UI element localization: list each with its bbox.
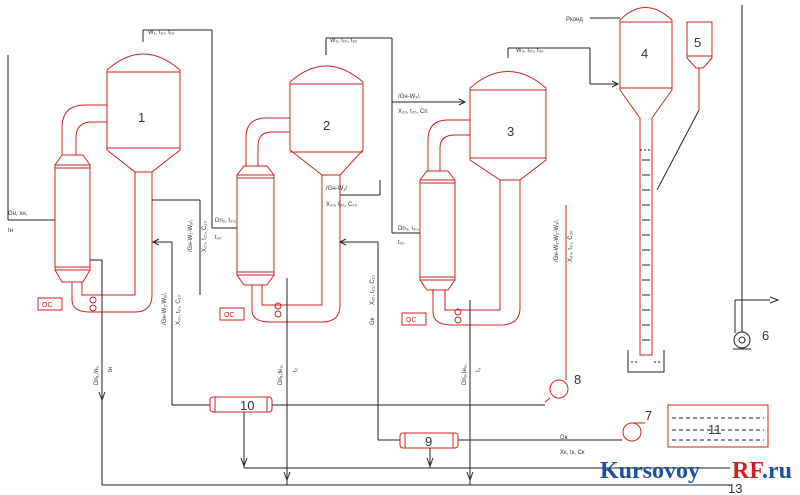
label-feed: Gн, xн, bbox=[8, 211, 28, 217]
pipelines bbox=[7, 29, 730, 486]
label-pressure: Pконд bbox=[566, 17, 583, 23]
watermark-part-1: Kursovoy bbox=[600, 458, 700, 484]
label-13: 13 bbox=[728, 481, 742, 495]
watermark: Kursovoy RF .ru bbox=[600, 458, 792, 484]
label-evaporator-1: 1 bbox=[138, 110, 145, 125]
barometric-condenser-4 bbox=[619, 7, 673, 373]
label-steam-3a: Dn₃, i₃₀, bbox=[398, 226, 420, 232]
label-mid-1b: X₂₀, t₂₀, Cп bbox=[398, 109, 428, 115]
label-steam-2b: t₂₀ bbox=[215, 235, 222, 241]
label-condenser-4: 4 bbox=[641, 46, 648, 61]
pump-8 bbox=[544, 205, 569, 403]
pump-7 bbox=[622, 422, 645, 442]
label-condensate-1: Dn₁,iп₁, bbox=[94, 365, 100, 385]
label-pump-8: 8 bbox=[574, 372, 581, 387]
label-vertical-2b: X₁₀, t₁₀, C₁₀ bbox=[176, 294, 182, 325]
pc-tag-2: ОС bbox=[224, 312, 235, 319]
pc-tag-1: ОС bbox=[42, 302, 53, 309]
label-pump-7: 7 bbox=[645, 408, 652, 423]
label-evaporator-3: 3 bbox=[507, 124, 514, 139]
watermark-part-2: RF bbox=[732, 458, 764, 484]
label-trap-5: 5 bbox=[694, 35, 701, 50]
label-heat-exchanger-9: 9 bbox=[425, 434, 432, 449]
label-vapor-2: W₂, i₂₀, t₂₀ bbox=[330, 38, 358, 44]
label-steam-3b: t₃₀ bbox=[398, 240, 405, 246]
label-vapor-1: W₁, i₁₀, t₁₀ bbox=[148, 30, 175, 36]
label-condensate-1b: tн bbox=[108, 367, 114, 372]
label-condensate-3: Dn₃,tн₃, bbox=[462, 364, 468, 385]
label-condensate-3b: t₃ bbox=[476, 367, 482, 372]
evaporator-3 bbox=[401, 71, 547, 326]
label-feed-temp: tн bbox=[8, 228, 13, 234]
storage-tank-11 bbox=[667, 404, 769, 448]
label-gk: Gк bbox=[370, 317, 376, 325]
label-vertical-1a: /Gн-W₁-W₂/, bbox=[188, 219, 194, 252]
label-evaporator-2: 2 bbox=[323, 118, 330, 133]
evaporator-1 bbox=[37, 53, 181, 313]
pc-tag-3: ОС bbox=[406, 317, 417, 324]
label-mid-2a: /Gн-W₁/ bbox=[326, 186, 347, 192]
evaporator-2 bbox=[219, 65, 364, 323]
label-condensate-2b: t₂ bbox=[293, 367, 299, 372]
label-vertical-3: X₁₀, t₁₀, C₁₀ bbox=[370, 274, 376, 305]
label-product-params: Xк, tк, Cк bbox=[560, 450, 585, 456]
label-vertical-2a: /Gн-W₁-W₂/, bbox=[162, 292, 168, 325]
label-product-gk: Gк bbox=[560, 435, 568, 441]
label-pump-6: 6 bbox=[762, 328, 769, 343]
label-vertical-1b: X₂₀, t₂₀, C₂₀ bbox=[202, 220, 208, 252]
label-vertical-4b: X₃₀, t₃₀, C₃₀ bbox=[568, 230, 574, 262]
label-vertical-4a: /Gн-W₁-W₂-W₃/, bbox=[554, 219, 560, 262]
label-mid-1a: /Gн-W₁/, bbox=[398, 94, 421, 100]
label-heat-exchanger-10: 10 bbox=[240, 398, 254, 413]
trap-5 bbox=[686, 21, 713, 110]
label-tank-11: 11 bbox=[708, 422, 722, 437]
vacuum-pump-6 bbox=[733, 5, 780, 350]
label-vapor-3: W₃, i₃₀, t₃₀ bbox=[516, 48, 544, 54]
label-condensate-2: Dn₁,tн₂, bbox=[278, 364, 284, 385]
label-mid-2b: X₂₀, t₂₀, C₂₀ bbox=[326, 202, 358, 208]
label-steam-2a: Dn₂, t₂₀, bbox=[215, 218, 237, 224]
watermark-part-3: .ru bbox=[762, 458, 792, 484]
